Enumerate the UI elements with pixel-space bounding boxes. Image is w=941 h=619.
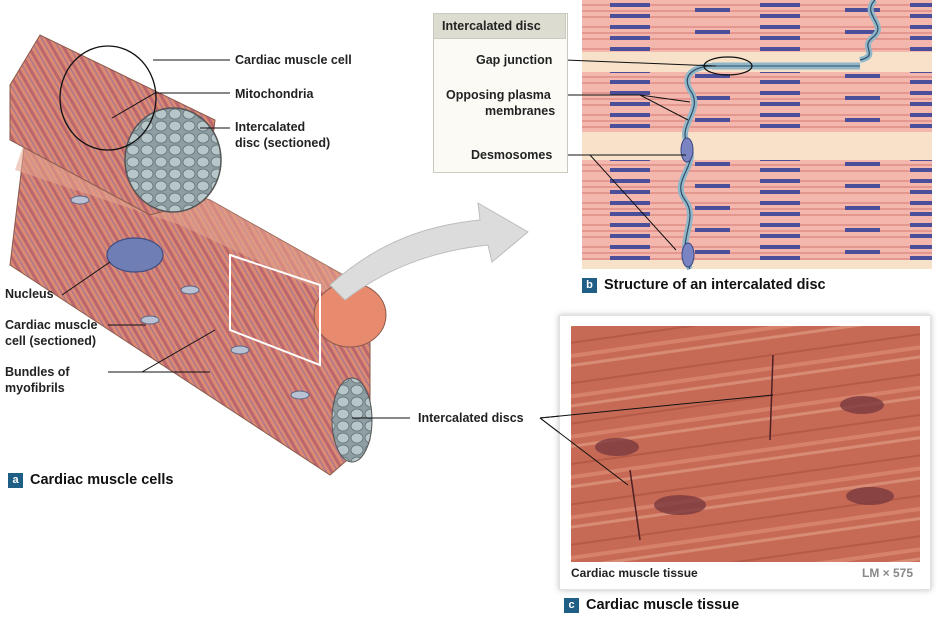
caption-panel-b: b Structure of an intercalated disc: [582, 277, 826, 293]
micrograph-caption: Cardiac muscle tissue: [571, 566, 698, 580]
label-opposing-line1: Opposing plasma: [446, 88, 551, 102]
legend-title: Intercalated disc: [433, 13, 566, 39]
caption-b-text: Structure of an intercalated disc: [604, 277, 826, 293]
label-cardiac-muscle-cell: Cardiac muscle cell: [235, 53, 352, 67]
label-intercalated-discs: Intercalated discs: [418, 411, 524, 425]
label-cardiac-cell-sectioned-line2: cell (sectioned): [5, 334, 96, 348]
micrograph-magnification: LM × 575: [862, 566, 914, 580]
caption-a-text: Cardiac muscle cells: [30, 472, 174, 488]
caption-panel-a: a Cardiac muscle cells: [8, 472, 173, 488]
label-desmosomes: Desmosomes: [471, 148, 553, 162]
label-cardiac-cell-sectioned-line1: Cardiac muscle: [5, 318, 98, 332]
label-opposing-line2: membranes: [485, 104, 556, 118]
badge-b: b: [582, 278, 597, 293]
label-bundles-line1: Bundles of: [5, 365, 70, 379]
badge-a: a: [8, 473, 23, 488]
label-intercalated-disc-line2: disc (sectioned): [235, 136, 331, 150]
micrograph-frame: [559, 315, 931, 590]
label-intercalated-disc-line1: Intercalated: [235, 120, 306, 134]
caption-c-text: Cardiac muscle tissue: [586, 597, 740, 613]
label-nucleus: Nucleus: [5, 287, 54, 301]
label-mitochondria: Mitochondria: [235, 87, 314, 101]
label-gap-junction: Gap junction: [476, 53, 553, 67]
cardiac-muscle-illustration: [9, 34, 387, 476]
intercalated-disc-illustration: [582, 0, 932, 271]
caption-panel-c: c Cardiac muscle tissue: [564, 597, 739, 613]
legend-box: [433, 13, 568, 173]
label-bundles-line2: myofibrils: [5, 381, 65, 395]
zoom-arrow: [329, 202, 529, 301]
badge-c: c: [564, 598, 579, 613]
